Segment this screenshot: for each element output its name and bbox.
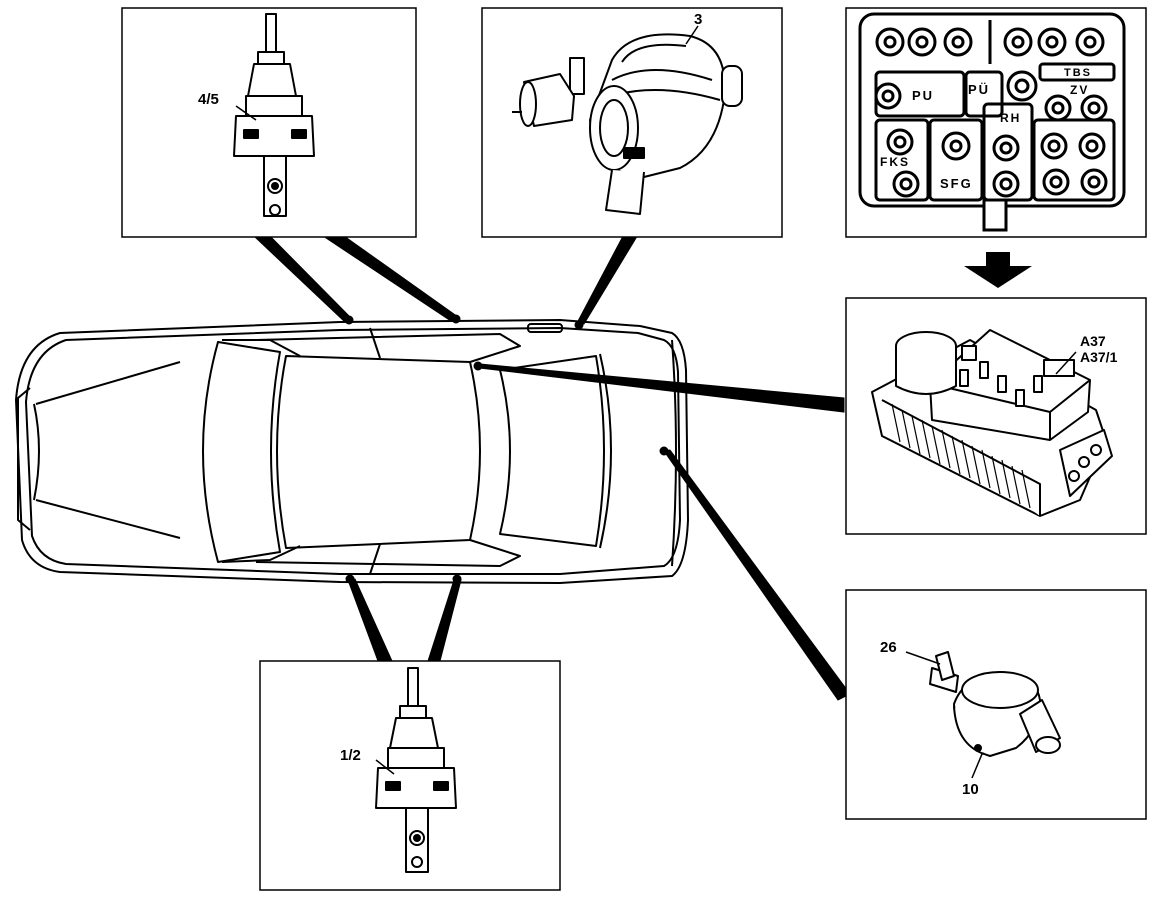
leader-lines xyxy=(254,235,851,701)
car-rear-edge xyxy=(671,339,677,567)
switch-front-callout xyxy=(375,759,395,775)
car-door-line-bottom xyxy=(369,543,381,575)
car-rear-window xyxy=(499,355,605,547)
pin-valve xyxy=(659,446,669,456)
control-unit-label: A37 A37/1 xyxy=(1080,333,1118,365)
fuse-label-rh: RH xyxy=(1000,111,1021,125)
fuse-label-zv: ZV xyxy=(1070,83,1089,97)
control-unit-label-line1: A37 xyxy=(1080,333,1106,349)
fuse-label-sfg: SFG xyxy=(940,176,973,191)
panel-fuse-box: PU PÜ TBS ZV RH FKS SFG xyxy=(845,7,1147,238)
leader-switch-rear-b xyxy=(324,235,459,322)
panel-switch-rear: 4/5 xyxy=(121,7,417,238)
car-roof xyxy=(276,355,481,549)
panel-actuator: 3 xyxy=(481,7,783,238)
pin-control-unit xyxy=(473,361,483,371)
car-body-outline xyxy=(15,319,689,584)
arrow-down-icon xyxy=(964,252,1032,288)
switch-front-label: 1/2 xyxy=(340,747,361,764)
fuse-box-plug xyxy=(982,198,1008,232)
switch-front-illustration xyxy=(375,667,457,873)
fuse-label-fks: FKS xyxy=(880,155,910,169)
car-hood-crease-bottom xyxy=(35,499,181,539)
leader-switch-front-b xyxy=(427,579,462,662)
control-unit-illustration xyxy=(871,329,1113,517)
car-body-inner xyxy=(25,327,681,575)
car-hood-crease-top xyxy=(35,361,181,405)
leader-control-unit xyxy=(479,363,845,413)
fuse-label-pu: PU xyxy=(912,88,934,103)
panel-switch-front: 1/2 xyxy=(259,660,561,891)
valve-body-callout xyxy=(971,753,983,779)
leader-valve xyxy=(663,449,851,701)
car-hood-edge xyxy=(33,403,40,501)
control-unit-label-line2: A37/1 xyxy=(1080,349,1118,365)
fuse-box-sockets xyxy=(874,27,1108,198)
car-top-view xyxy=(15,319,689,584)
car-sunroof-vent xyxy=(527,323,563,333)
panel-control-unit: A37 A37/1 xyxy=(845,297,1147,535)
valve-body-label: 10 xyxy=(962,781,979,798)
fuse-label-pu-umlaut: PÜ xyxy=(968,82,990,97)
car-door-line-top xyxy=(369,327,381,359)
car-windshield xyxy=(202,341,281,563)
control-unit-callout xyxy=(1055,351,1077,375)
car-side-window-bottom xyxy=(255,539,521,567)
car-side-window-top xyxy=(255,333,521,363)
switch-rear-illustration xyxy=(233,13,315,217)
leader-switch-front-a xyxy=(347,578,393,662)
valve-stem-callout xyxy=(905,651,941,665)
switch-rear-label: 4/5 xyxy=(198,91,219,108)
car-trunk-line xyxy=(599,353,612,549)
panel-valve: 26 10 xyxy=(845,589,1147,820)
car-front-bumper xyxy=(17,387,31,531)
valve-illustration xyxy=(929,651,1061,757)
leader-switch-rear-a xyxy=(254,235,353,323)
leader-actuator xyxy=(576,237,637,325)
actuator-callout xyxy=(685,25,699,45)
actuator-label: 3 xyxy=(694,11,702,28)
fuse-box-dividers xyxy=(874,20,1116,202)
valve-stem-label: 26 xyxy=(880,639,897,656)
actuator-illustration xyxy=(512,33,743,215)
switch-rear-callout xyxy=(235,105,257,121)
fuse-label-tbs: TBS xyxy=(1064,67,1092,79)
car-roof-right-rail xyxy=(221,545,301,563)
